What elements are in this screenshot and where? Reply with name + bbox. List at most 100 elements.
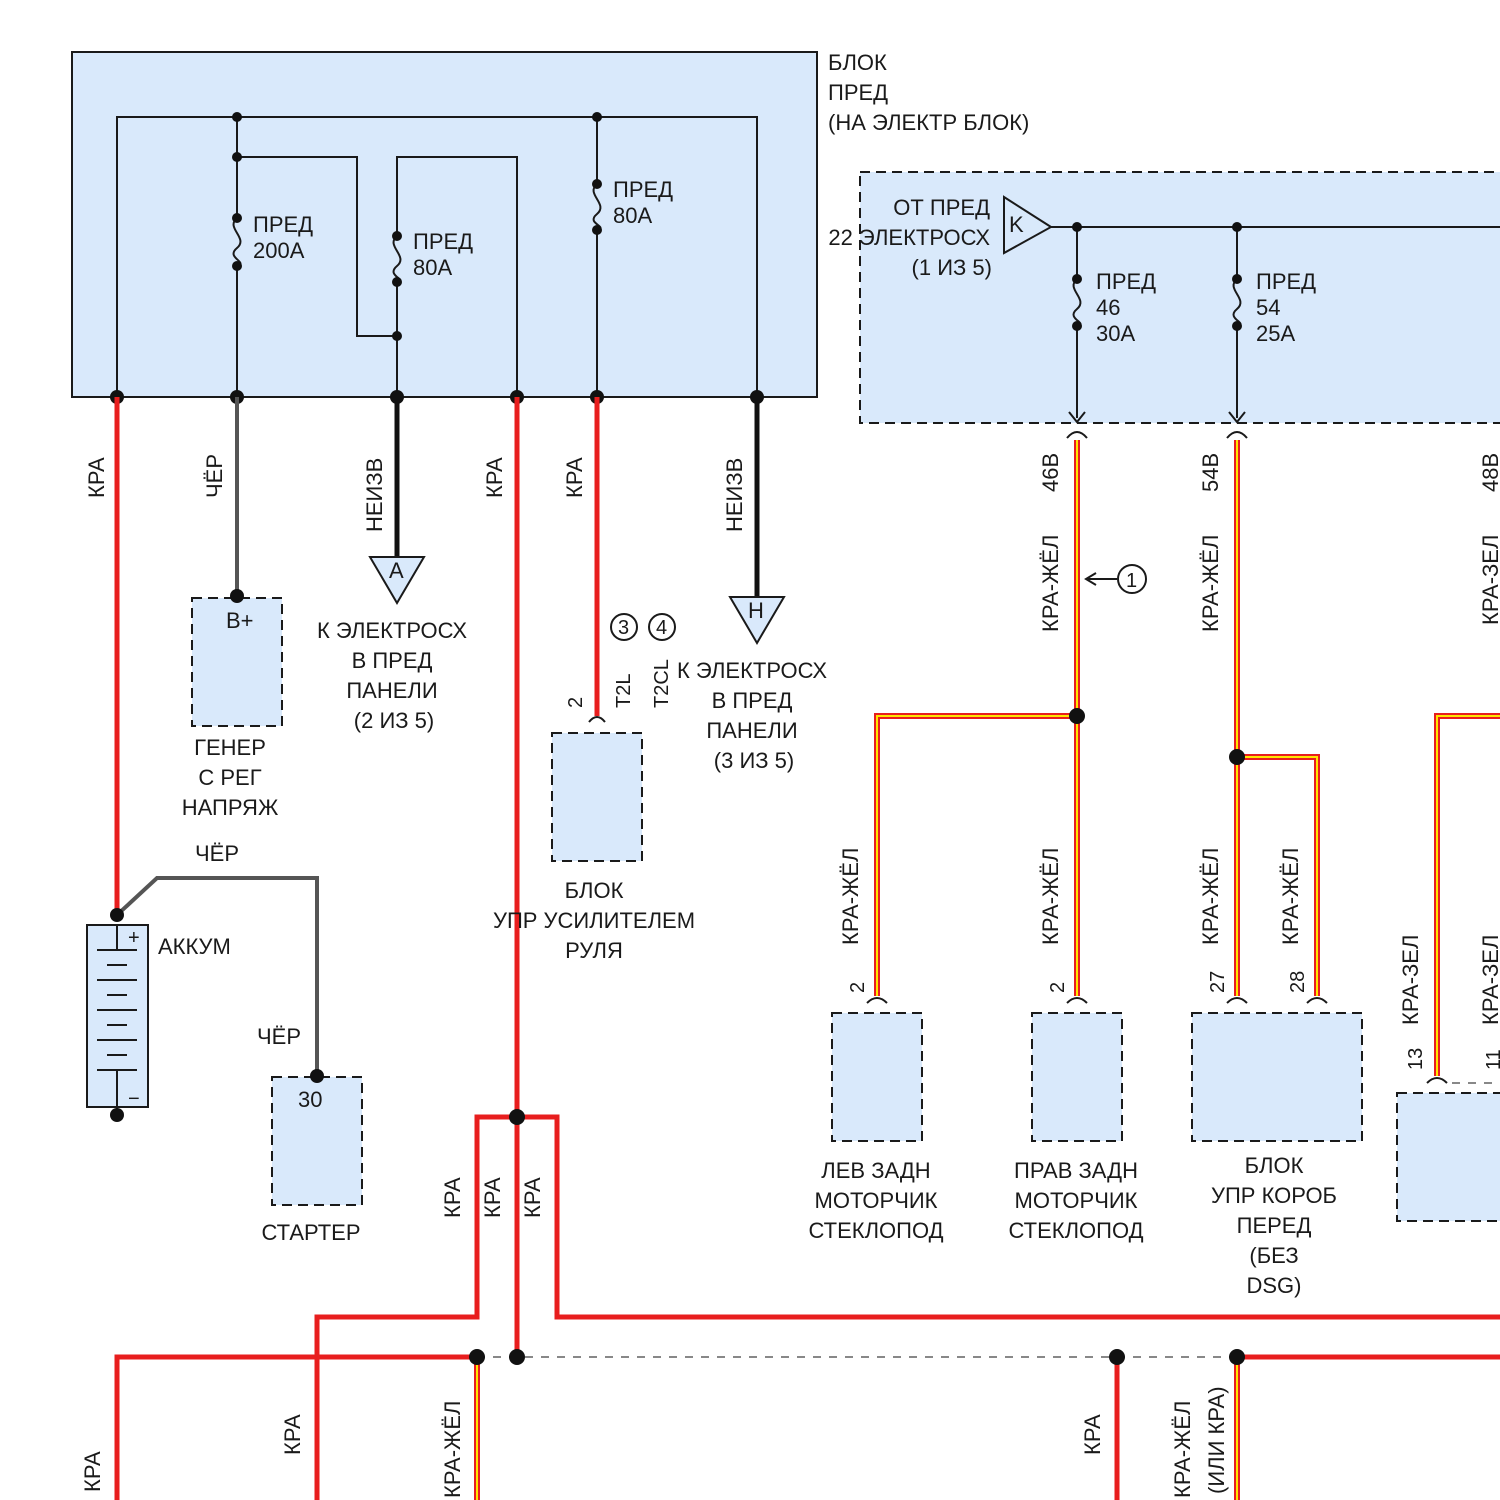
wire-label-cher-1: ЧЁР [202, 454, 227, 498]
fuse-80a-right-label-1: ПРЕД [613, 177, 673, 202]
gearbox-pin-1: 27 [1207, 971, 1229, 993]
block-title-2: ПРЕД [828, 80, 888, 105]
connector-a-letter: A [389, 558, 404, 583]
fuse-80a-right-label-2: 80A [613, 203, 652, 228]
gearbox-line-3: ПЕРЕД [1237, 1213, 1312, 1238]
left-window-motor-box [832, 1013, 922, 1141]
right-window-line-3: СТЕКЛОПОД [1009, 1218, 1144, 1243]
battery-label: АККУМ [158, 934, 231, 959]
from-line-1: ОТ ПРЕД [893, 195, 990, 220]
steering-conn-1: T2L [613, 674, 635, 708]
connector-a-line-4: (2 ИЗ 5) [354, 708, 434, 733]
fuse-54-line-1: ПРЕД [1256, 269, 1316, 294]
starter-label: СТАРТЕР [261, 1220, 360, 1245]
wire-label-neizv-1: НЕИЗВ [362, 458, 387, 532]
fuse-80a-right [591, 179, 603, 235]
wire-label-kra-6: КРА [520, 1177, 545, 1218]
wire-label-kra-zhel-1: КРА-ЖЁЛ [1038, 535, 1063, 632]
wire-label-cher-2: ЧЁР [195, 841, 239, 866]
wire-54b-ry [1237, 440, 1317, 996]
wire-label-kra-zel-2: КРА-ЗЕЛ [1398, 935, 1423, 1025]
gearbox-pin-2: 28 [1287, 971, 1309, 993]
gearbox-line-4: (БЕЗ [1249, 1243, 1298, 1268]
steering-line-3: РУЛЯ [565, 938, 623, 963]
fuse-46-line-3: 30A [1096, 321, 1135, 346]
wire-label-cher-3: ЧЁР [257, 1024, 301, 1049]
wire-label-kra-zhel-4: КРА-ЖЁЛ [1038, 848, 1063, 945]
wire-label-46b: 46B [1038, 453, 1063, 492]
steering-line-1: БЛОК [565, 878, 624, 903]
starter-pin: 30 [298, 1087, 322, 1112]
connector-h-letter: H [748, 598, 764, 623]
left-window-line-1: ЛЕВ ЗАДН [821, 1158, 930, 1183]
wire-label-kra-zhel-8: КРА-ЖЁЛ [1170, 1401, 1195, 1498]
gearbox-unit-box [1192, 1013, 1362, 1141]
steering-note-2: 4 [656, 617, 667, 639]
fuse-54 [1231, 274, 1243, 331]
right-unit-pin-2: 11 [1483, 1049, 1500, 1070]
gearbox-line-2: УПР КОРОБ [1211, 1183, 1337, 1208]
connector-a-line-2: В ПРЕД [352, 648, 433, 673]
battery-icon [87, 925, 148, 1115]
connector-h-line-2: В ПРЕД [712, 688, 793, 713]
wire-label-neizv-2: НЕИЗВ [722, 458, 747, 532]
right-window-motor-box [1032, 1013, 1122, 1141]
fuse-46-line-1: ПРЕД [1096, 269, 1156, 294]
connector-h-line-3: ПАНЕЛИ [706, 718, 797, 743]
connector-a-line-3: ПАНЕЛИ [346, 678, 437, 703]
note-marker: 1 [1126, 570, 1137, 592]
gearbox-line-5: DSG) [1247, 1273, 1302, 1298]
connector-h-line-4: (3 ИЗ 5) [714, 748, 794, 773]
steering-unit-box [552, 733, 642, 861]
wire-label-kra-7: КРА [280, 1414, 305, 1455]
right-window-line-1: ПРАВ ЗАДН [1014, 1158, 1138, 1183]
wire-label-kra-zhel-3: КРА-ЖЁЛ [838, 848, 863, 945]
wire-label-kra-9: КРА [1080, 1414, 1105, 1455]
left-window-line-3: СТЕКЛОПОД [809, 1218, 944, 1243]
steering-pin: 2 [565, 697, 587, 708]
fuse-80a-left [391, 231, 403, 287]
wire-label-48b: 48B [1478, 453, 1500, 492]
wire-label-kra-3: КРА [562, 457, 587, 498]
fuse-200a-label-1: ПРЕД [253, 212, 313, 237]
fuse-54-line-3: 25A [1256, 321, 1295, 346]
right-unit-pin-1: 13 [1405, 1048, 1427, 1070]
right-unit-box [1397, 1093, 1500, 1221]
fuse-200a-label-2: 200A [253, 238, 305, 263]
fuse-46-line-2: 46 [1096, 295, 1120, 320]
wire-label-kra-zhel-5: КРА-ЖЁЛ [1198, 848, 1223, 945]
wire-label-54b: 54B [1198, 453, 1223, 492]
wire-label-kra-5: КРА [480, 1177, 505, 1218]
generator-line-3: НАПРЯЖ [182, 795, 279, 820]
wire-label-kra-zel-3: КРА-ЗЕЛ [1478, 935, 1500, 1025]
block-title-1: БЛОК [828, 50, 887, 75]
wire-label-kra-zel-1: КРА-ЗЕЛ [1478, 535, 1500, 625]
steering-conn-2: T2CL [651, 659, 673, 708]
wire-label-kra-2: КРА [482, 457, 507, 498]
wire-label-ili-kra: (ИЛИ КРА) [1204, 1386, 1229, 1494]
generator-pin: B+ [226, 608, 254, 633]
front-fuse-block [72, 52, 817, 397]
generator-line-1: ГЕНЕР [194, 735, 266, 760]
wire-label-kra-zhel-7: КРА-ЖЁЛ [440, 1401, 465, 1498]
left-window-line-2: МОТОРЧИК [815, 1188, 938, 1213]
from-line-2: 22 ЭЛЕКТРОСХ [828, 225, 990, 250]
wire-label-kra-zhel-2: КРА-ЖЁЛ [1198, 535, 1223, 632]
connector-a-line-1: К ЭЛЕКТРОСХ [317, 618, 467, 643]
right-window-line-2: МОТОРЧИК [1015, 1188, 1138, 1213]
connector-k-letter: K [1009, 212, 1024, 237]
from-line-3: (1 ИЗ 5) [912, 255, 992, 280]
wire-label-kra-1: КРА [84, 457, 109, 498]
battery-minus: − [128, 1088, 140, 1110]
lower-ry-wiring [477, 1357, 1237, 1500]
fuse-80a-left-label-1: ПРЕД [413, 229, 473, 254]
note-arrow-icon [1086, 573, 1117, 585]
steering-line-2: УПР УСИЛИТЕЛЕМ [493, 908, 695, 933]
fuse-46 [1071, 274, 1083, 331]
fuse-80a-left-label-2: 80A [413, 255, 452, 280]
connector-h-line-1: К ЭЛЕКТРОСХ [677, 658, 827, 683]
wire-label-kra-zhel-6: КРА-ЖЁЛ [1278, 848, 1303, 945]
block-title-3: (НА ЭЛЕКТР БЛОК) [828, 110, 1029, 135]
generator-line-2: С РЕГ [198, 765, 261, 790]
